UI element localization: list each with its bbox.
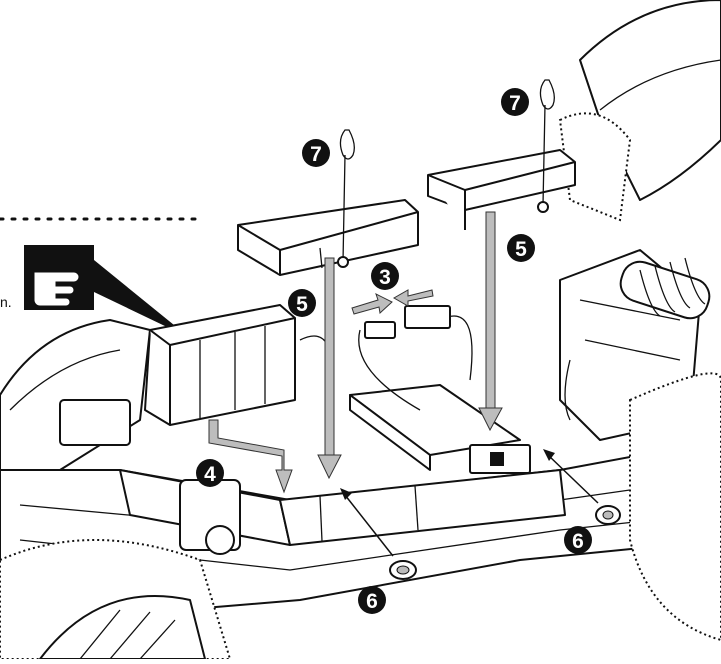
svg-text:7: 7 xyxy=(310,143,322,166)
step-badge-4: 4 xyxy=(196,459,224,487)
step-badge-5-right: 5 xyxy=(507,234,535,262)
svg-text:6: 6 xyxy=(366,590,378,613)
cut-off-caption: n. xyxy=(0,294,12,310)
battery-pack xyxy=(144,304,296,426)
svg-text:5: 5 xyxy=(296,293,308,316)
connect-arrow-right xyxy=(392,289,434,307)
insert-arrow-left-cover xyxy=(317,257,342,480)
body-clip-icon xyxy=(537,79,555,213)
pointing-hand-icon xyxy=(24,245,190,338)
step-badge-5-left: 5 xyxy=(288,289,316,317)
rear-right-tire xyxy=(629,372,721,642)
svg-text:5: 5 xyxy=(515,238,527,261)
svg-text:6: 6 xyxy=(572,530,584,553)
chassis xyxy=(0,0,721,611)
body-clip-icon xyxy=(337,129,355,268)
front-left-tire xyxy=(0,539,232,660)
insert-arrow-right-cover xyxy=(478,211,503,432)
shock-absorber xyxy=(619,257,711,320)
battery-insert-arrow xyxy=(208,419,293,494)
step-badge-3: 3 xyxy=(371,262,399,290)
connect-arrow-left xyxy=(351,293,393,315)
rear-left-tire xyxy=(558,112,632,222)
battery-cover-left xyxy=(237,199,419,276)
battery-cover-right xyxy=(427,149,576,230)
step-badge-6-right: 6 xyxy=(564,526,592,554)
washer-icon xyxy=(340,488,417,580)
step-badge-7-right: 7 xyxy=(501,88,529,116)
washer-icon xyxy=(543,449,621,525)
step-badge-6-left: 6 xyxy=(358,586,386,614)
svg-text:4: 4 xyxy=(204,463,216,486)
step-badge-7-left: 7 xyxy=(302,139,330,167)
battery-connector xyxy=(364,305,451,339)
svg-text:7: 7 xyxy=(509,92,521,115)
svg-text:3: 3 xyxy=(379,266,391,289)
